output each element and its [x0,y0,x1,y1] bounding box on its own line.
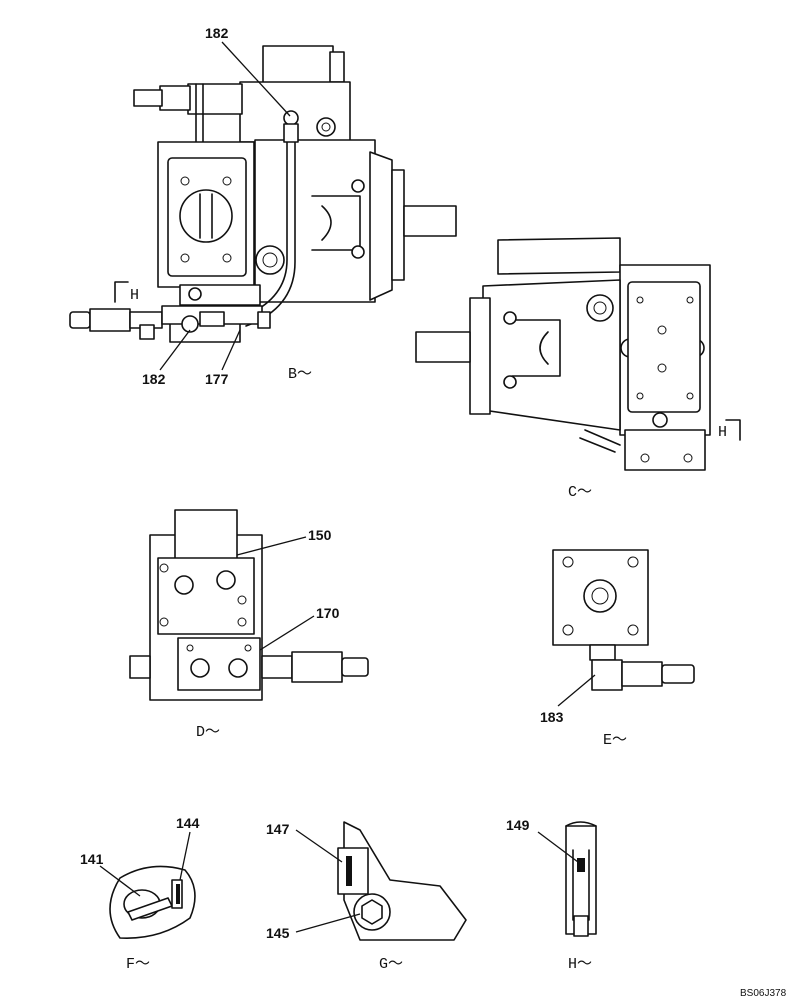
callout-147: 147 [266,821,290,837]
view-h-label: H～ [568,956,592,973]
callout-149: 149 [506,817,530,833]
section-h-right-label: H [718,424,727,441]
callout-170: 170 [316,605,340,621]
view-b-pump [69,45,457,343]
section-h-left-label: H [130,287,139,304]
callout-141: 141 [80,851,104,867]
callout-150: 150 [308,527,332,543]
view-g-label: G～ [379,956,403,973]
view-f-detail [109,865,196,939]
view-h-detail [565,821,597,937]
callout-144: 144 [176,815,200,831]
callout-177: 177 [205,371,229,387]
view-f-label: F～ [126,956,150,973]
view-c-pump [415,237,741,471]
view-d-block [129,509,369,701]
callout-145: 145 [266,925,290,941]
drawing-code: BS06J378 [740,988,787,999]
view-b-label: B～ [288,366,312,383]
callout-182-bottom: 182 [142,371,166,387]
view-e-block [552,549,695,691]
callout-182-top: 182 [205,25,229,41]
view-g-detail [337,821,467,941]
view-c-label: C～ [568,484,592,501]
view-e-label: E～ [603,732,627,749]
view-d-label: D～ [196,724,220,741]
callout-183: 183 [540,709,564,725]
